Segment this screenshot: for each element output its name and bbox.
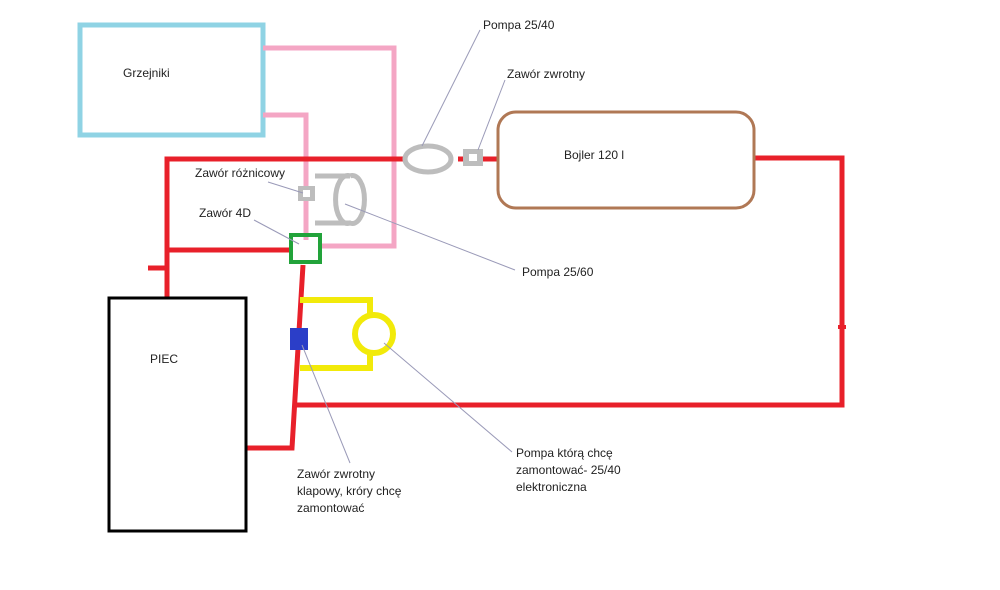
label-new-pump-line1: Pompa którą chcę — [516, 446, 613, 460]
furnace-box — [107, 296, 248, 533]
label-new-pump-line3: elektroniczna — [516, 480, 587, 494]
radiator-box — [77, 22, 266, 138]
boiler-box — [496, 110, 756, 210]
label-new-check-valve-line1: Zawór zwrotny — [297, 467, 376, 481]
new-pump-bypass-top — [300, 297, 373, 315]
radiator-pipe-supply — [263, 45, 397, 249]
new-pump-bypass-bottom — [300, 352, 373, 371]
label-piec: PIEC — [150, 352, 179, 366]
label-grzejniki: Grzejniki — [123, 66, 170, 80]
check-valve-top-inner — [469, 154, 477, 161]
leader-pump-top — [421, 29, 481, 147]
label-pompa-2540: Pompa 25/40 — [483, 18, 555, 32]
label-new-pump-line2: zamontować- 25/40 — [516, 463, 621, 477]
valve-4d-icon — [289, 233, 322, 264]
label-zawor-roznicowy: Zawór różnicowy — [195, 166, 286, 180]
leader-new-pump — [383, 342, 513, 453]
pump-2540-icon — [402, 143, 454, 175]
label-zawor-4d: Zawór 4D — [199, 206, 252, 220]
leader-4d — [253, 219, 300, 245]
pipe-boiler-return — [296, 155, 845, 408]
label-new-check-valve-line2: klapowy, króry chcę — [297, 484, 402, 498]
leader-pump-2560 — [344, 203, 516, 271]
differential-valve-inner — [303, 190, 310, 197]
leader-check-valve-top — [477, 79, 506, 151]
pipe-4d-to-furnace — [247, 264, 306, 451]
new-pump-icon — [352, 312, 396, 356]
label-zawor-zwrotny: Zawór zwrotny — [507, 67, 586, 81]
label-new-check-valve-line3: zamontować — [297, 501, 365, 515]
pump-2560-icon — [315, 173, 367, 226]
label-bojler: Bojler 120 l — [564, 148, 625, 162]
leader-differential — [267, 181, 304, 194]
leader-new-check-valve — [301, 344, 351, 464]
label-pompa-2560: Pompa 25/60 — [522, 265, 594, 279]
new-check-valve-icon — [290, 328, 308, 350]
